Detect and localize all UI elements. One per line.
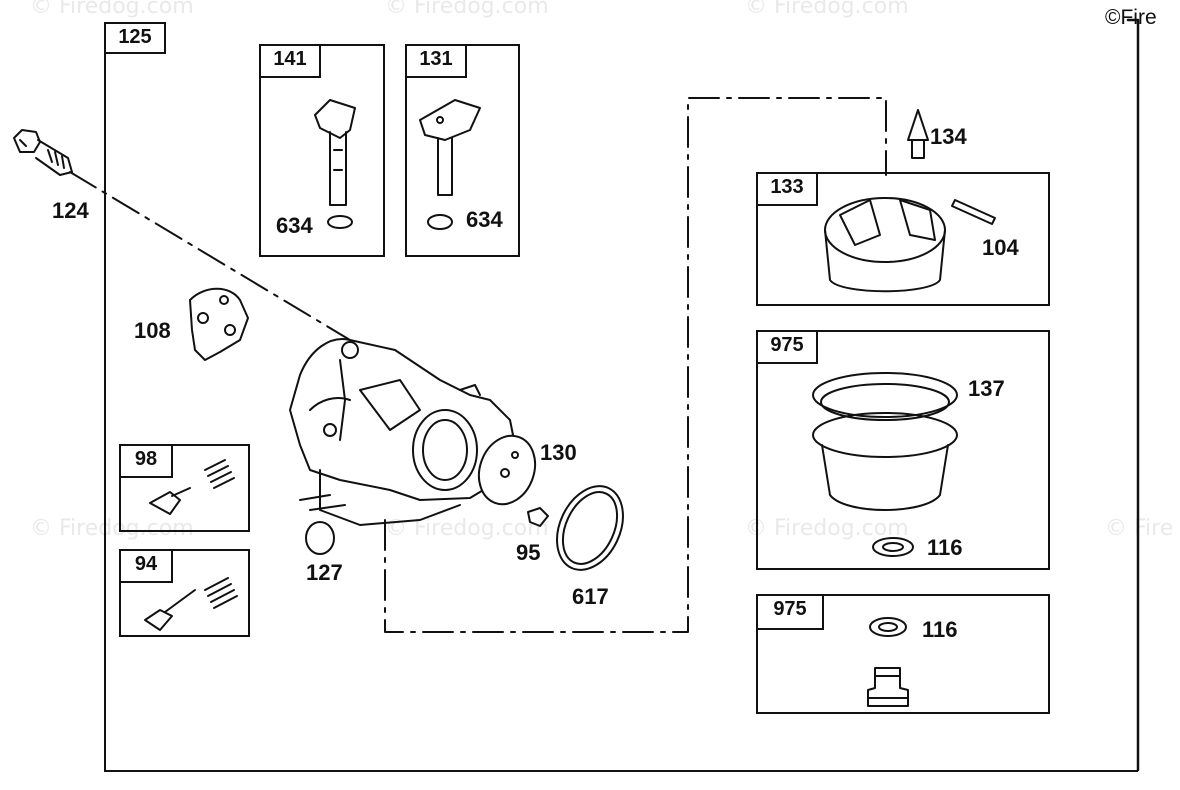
group-box-141	[259, 44, 385, 257]
part-number-134: 134	[930, 124, 967, 149]
group-box-133	[756, 172, 1050, 306]
group-label-975: 975	[756, 330, 818, 364]
copyright-corner-text: ©Fire	[1105, 6, 1157, 29]
part-number-634: 634	[276, 213, 313, 238]
bolt-124-drawing	[13, 129, 73, 176]
part-number-617: 617	[572, 584, 609, 609]
part-number-137: 137	[968, 376, 1005, 401]
choke-shaft-141-drawing	[314, 99, 356, 229]
watermark: © Firedog.com	[385, 0, 549, 19]
group-box-975-nut	[756, 594, 1050, 714]
part-number-95: 95	[516, 540, 541, 565]
part-number-634: 634	[466, 207, 503, 232]
group-label-125: 125	[104, 22, 166, 54]
watermark: © Firedog.com	[30, 0, 194, 19]
throttle-shaft-131-drawing	[419, 99, 481, 230]
watermark: © Firedog.com	[30, 516, 194, 541]
float-133-drawing	[824, 197, 946, 293]
group-label-975: 975	[756, 594, 824, 630]
group-label-98: 98	[119, 444, 173, 478]
group-label-133: 133	[756, 172, 818, 206]
part-number-116: 116	[927, 535, 963, 560]
group-box-975-bowl	[756, 330, 1050, 570]
part-number-116: 116	[922, 617, 958, 642]
carburetor-body-drawing	[289, 338, 516, 526]
part-number-104: 104	[982, 235, 1019, 260]
group-box-94	[119, 549, 250, 637]
watermark: © Firedog.com	[745, 516, 909, 541]
float-bowl-137-drawing	[812, 372, 958, 511]
group-box-98	[119, 444, 250, 532]
group-box-125	[104, 22, 1138, 772]
watermark: © Firedog.com	[745, 0, 909, 19]
part-number-108: 108	[134, 318, 171, 343]
part-number-124: 124	[52, 198, 89, 223]
group-label-131: 131	[405, 44, 467, 78]
group-label-94: 94	[119, 549, 173, 583]
part-number-130: 130	[540, 440, 577, 465]
part-number-127: 127	[306, 560, 343, 585]
group-label-141: 141	[259, 44, 321, 78]
